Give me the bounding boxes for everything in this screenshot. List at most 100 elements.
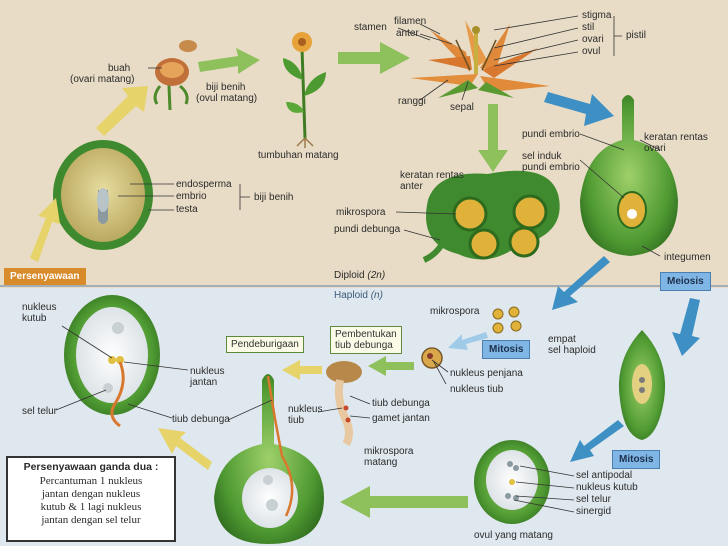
pollen-grain-illustration xyxy=(421,347,443,369)
label-tumbuhan-matang: tumbuhan matang xyxy=(258,150,339,161)
ovary-section-illustration xyxy=(580,95,678,256)
mature-plant-illustration xyxy=(283,32,326,148)
label-haploid: Haploid (n) xyxy=(334,290,383,301)
label-ranggi: ranggi xyxy=(398,96,426,107)
label-sel-antipodal: sel antipodal xyxy=(576,470,633,481)
label-testa: testa xyxy=(176,204,198,215)
label-sepal: sepal xyxy=(450,102,474,113)
label-nukleus-penjana: nukleus penjana xyxy=(450,368,523,379)
microspore-cluster xyxy=(492,306,522,334)
label-mikrospora-matang-1: mikrospora xyxy=(364,446,414,457)
label-sel-induk-1: sel induk xyxy=(522,151,562,162)
haploid-ploidy: (n) xyxy=(370,290,383,301)
diploid-ploidy: (2n) xyxy=(367,270,386,281)
arrow-microspore-to-pollen xyxy=(448,332,488,350)
anther-section-illustration xyxy=(422,170,560,263)
label-tiub-debunga-left: tiub debunga xyxy=(172,414,230,425)
ovule-meiosis-illustration xyxy=(618,330,666,440)
double-fertilization-line1: Percantuman 1 nukleus xyxy=(39,475,143,487)
label-anter: anter xyxy=(396,28,419,39)
arrow-flower-to-anther xyxy=(478,104,508,172)
double-fertilization-line4: jantan dengan sel telur xyxy=(41,514,141,526)
label-stigma: stigma xyxy=(582,10,612,21)
label-tiub-debunga-pollen: tiub debunga xyxy=(372,398,430,409)
label-pundi-embrio: pundi embrio xyxy=(522,129,580,140)
arrow-anther-to-microspore xyxy=(552,256,610,310)
arrow-seed-to-germination xyxy=(30,198,60,262)
pistil-pollen-tube-illustration xyxy=(214,374,324,544)
arrow-tube-to-pistil xyxy=(282,360,322,380)
arrow-fruit-to-seed xyxy=(198,48,260,74)
label-sel-telur-ovule: sel telur xyxy=(576,494,612,505)
arrow-mature-to-pistil xyxy=(340,486,468,518)
haploid-word: Haploid xyxy=(334,290,368,301)
label-empat: empat xyxy=(548,334,576,345)
leader-lines xyxy=(55,15,661,513)
double-fertilization-line2: jantan dengan nukleus xyxy=(41,488,141,500)
seed-section-illustration xyxy=(53,140,153,250)
label-sinergid: sinergid xyxy=(576,506,612,517)
arrow-pistil-to-fertilized xyxy=(158,428,212,470)
label-mikrospora-top: mikrospora xyxy=(336,207,386,218)
label-embrio: embrio xyxy=(176,191,207,202)
double-fertilization-title: Persenyawaan ganda dua : xyxy=(23,461,159,473)
label-nukleus-kutub-1: nukleus xyxy=(22,302,57,313)
tag-meiosis: Meiosis xyxy=(660,272,711,291)
double-fertilization-note: Persenyawaan ganda dua : Percantuman 1 n… xyxy=(6,456,176,542)
arrow-ovule-to-mature xyxy=(570,420,624,462)
arrow-meiosis-to-ovule xyxy=(672,298,700,356)
label-keratan-ovari-1: keratan rentas xyxy=(644,132,708,143)
label-nukleus-tiub: nukleus tiub xyxy=(450,384,504,395)
box-pendeburigaan: Pendeburigaan xyxy=(226,336,304,353)
diploid-word: Diploid xyxy=(334,270,365,281)
label-mikrospora-bottom: mikrospora xyxy=(430,306,480,317)
label-pundi-debunga: pundi debunga xyxy=(334,224,401,235)
label-buah: buah xyxy=(108,63,131,74)
arrow-flower-to-ovary xyxy=(544,92,614,126)
pembentukan-line1: Pembentukan xyxy=(335,329,397,340)
label-nukleus-jantan-2: jantan xyxy=(190,377,218,388)
label-persenyawaan: Persenyawaan xyxy=(4,268,86,285)
label-filamen: filamen xyxy=(394,16,427,27)
fruit-illustration xyxy=(153,58,189,111)
label-ovari-matang: (ovari matang) xyxy=(70,74,135,85)
box-pembentukan-tiub: Pembentukan tiub debunga xyxy=(330,326,402,354)
label-ovul: ovul xyxy=(582,46,601,57)
label-sel-induk-2: pundi embrio xyxy=(522,162,580,173)
label-endosperma: endosperma xyxy=(176,179,232,190)
label-nukleus-tiub-pollen-2: tiub xyxy=(288,415,305,426)
tag-mitosis-2: Mitosis xyxy=(612,450,661,469)
label-ovul-matang: (ovul matang) xyxy=(196,93,258,104)
label-keratan-anter-2: anter xyxy=(400,181,423,192)
arrow-seed-to-fruit xyxy=(96,86,148,136)
label-gamet-jantan: gamet jantan xyxy=(372,413,430,424)
arrow-plant-to-flower xyxy=(338,42,410,74)
seed-illustration xyxy=(179,40,197,52)
tag-mitosis-1: Mitosis xyxy=(482,340,531,359)
arrow-pollen-to-tube xyxy=(368,356,414,376)
label-stil: stil xyxy=(582,22,595,33)
label-keratan-ovari-2: ovari xyxy=(644,143,666,154)
label-biji-benih-seed: biji benih xyxy=(254,192,294,203)
label-biji-benih: biji benih xyxy=(206,82,246,93)
mature-ovule-illustration xyxy=(474,440,550,524)
label-nukleus-kutub-ovule: nukleus kutub xyxy=(576,482,638,493)
label-nukleus-tiub-pollen-1: nukleus xyxy=(288,404,323,415)
germinating-pollen-illustration xyxy=(326,361,362,447)
label-stamen: stamen xyxy=(354,22,387,33)
cycle-arrows xyxy=(30,42,700,518)
label-nukleus-kutub-2: kutub xyxy=(22,313,47,324)
label-ovul-yang-matang: ovul yang matang xyxy=(474,530,553,541)
label-keratan-anter-1: keratan rentas xyxy=(400,170,464,181)
pembentukan-line2: tiub debunga xyxy=(335,340,393,351)
label-diploid: Diploid (2n) xyxy=(334,270,385,281)
label-sel-telur-left: sel telur xyxy=(22,406,58,417)
fertilized-ovule-illustration xyxy=(64,295,160,428)
label-mikrospora-matang-2: matang xyxy=(364,457,398,468)
label-sel-haploid: sel haploid xyxy=(548,345,596,356)
double-fertilization-line3: kutub & 1 lagi nukleus xyxy=(40,501,142,513)
label-ovari: ovari xyxy=(582,34,604,45)
label-integumen: integumen xyxy=(664,252,711,263)
label-pistil: pistil xyxy=(626,30,647,41)
